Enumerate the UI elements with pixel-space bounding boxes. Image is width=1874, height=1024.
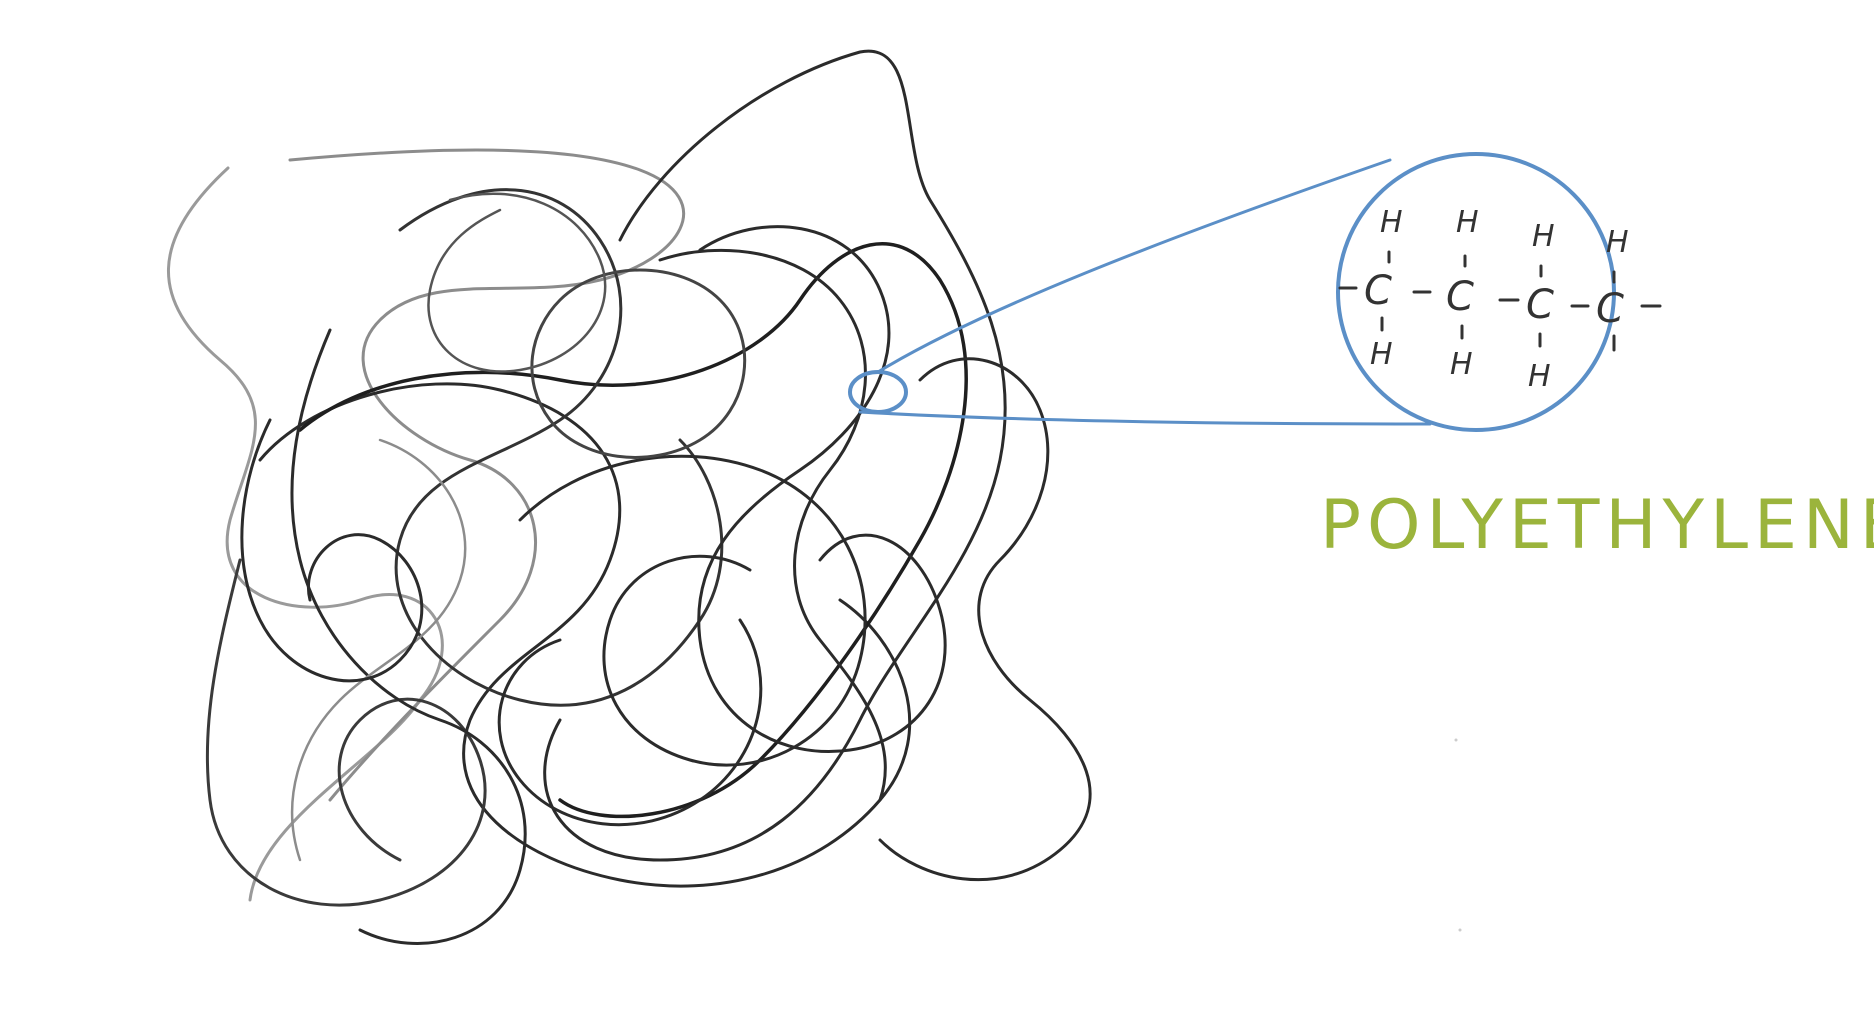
carbon-4: C: [1596, 286, 1624, 332]
polymer-strand: [290, 328, 527, 945]
hydrogen-bottom-1: H: [1370, 337, 1393, 372]
zoom-callout: [848, 152, 1616, 432]
polymer-strand: [288, 148, 686, 802]
hydrogen-top-1: H: [1380, 205, 1403, 240]
carbon-3: C: [1526, 282, 1554, 328]
magnified-circle: [1336, 152, 1616, 432]
polymer-strand: [697, 225, 947, 753]
zoom-source-loop: [848, 370, 908, 414]
polymer-strand: [878, 357, 1092, 882]
polymer-strand: [518, 454, 867, 767]
hydrogen-bottom-2: H: [1450, 347, 1473, 382]
hydrogen-top-4: H: [1606, 225, 1629, 260]
polymer-strand: [298, 242, 968, 819]
polymer-strand: [497, 618, 763, 827]
speck: [1458, 928, 1462, 932]
carbon-1: C: [1364, 268, 1392, 314]
hydrogen-bottom-3: H: [1528, 359, 1551, 394]
tangled-polymer-chains: [167, 49, 1092, 945]
polymer-strand: [205, 558, 487, 907]
polymer-strand: [658, 248, 887, 802]
hydrogen-top-2: H: [1456, 205, 1479, 240]
molecule-structure: H H H H C C C C H H H: [1338, 205, 1662, 394]
polymer-strand: [543, 49, 1007, 862]
hydrogen-top-3: H: [1532, 219, 1555, 254]
zoom-line-upper: [876, 158, 1392, 374]
polymer-strand: [427, 192, 607, 373]
speck: [1454, 738, 1458, 742]
polymer-strand: [530, 268, 747, 459]
diagram-caption: POLYETHYLENE: [1320, 486, 1874, 565]
zoom-line-lower: [858, 410, 1432, 426]
carbon-2: C: [1446, 274, 1474, 320]
polymer-strand: [240, 418, 424, 683]
